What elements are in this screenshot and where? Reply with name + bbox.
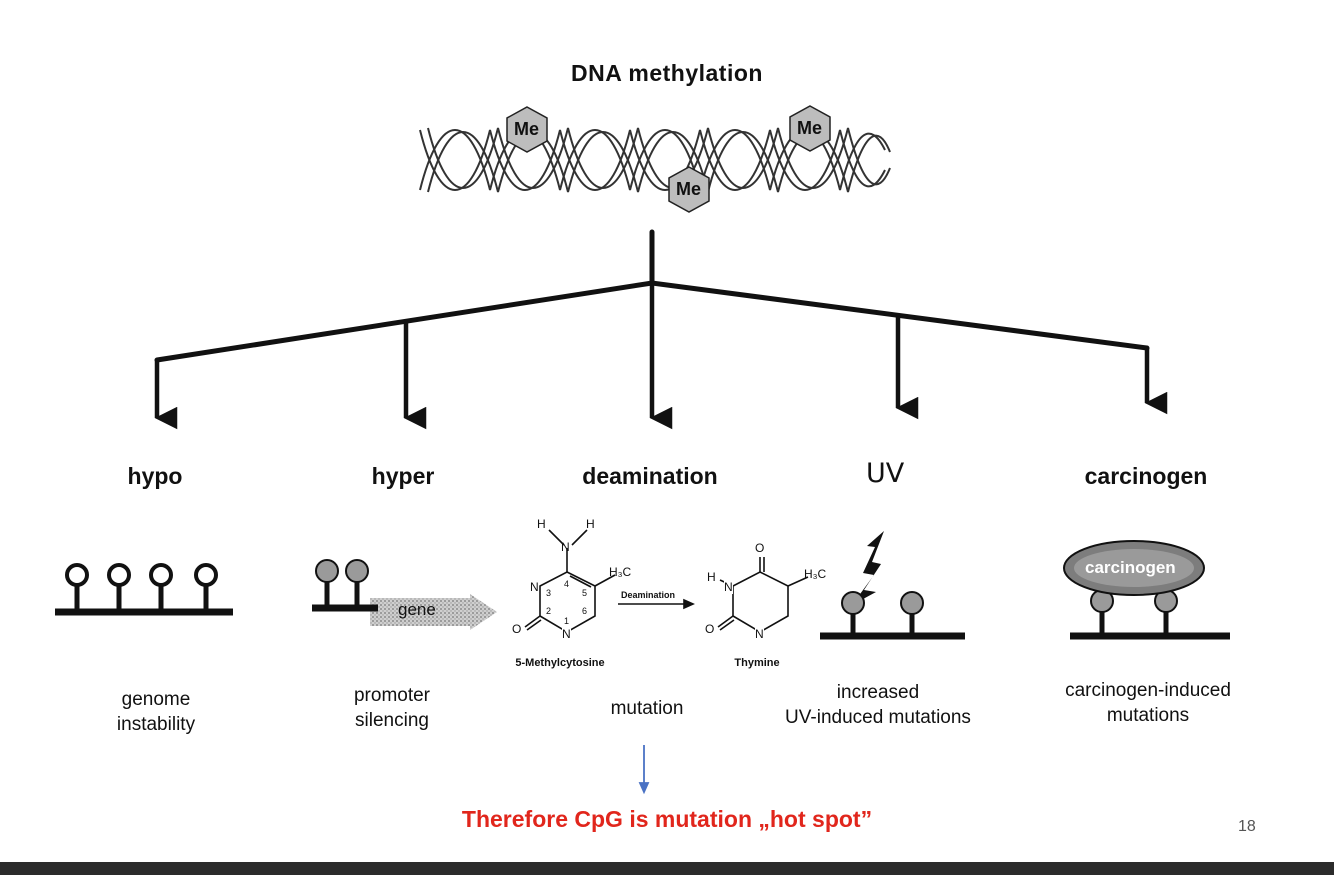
chem-num-1: 1 [564,616,570,626]
chem-n3-thymine: N [724,580,733,594]
conclusion-arrow [638,745,650,795]
chem-o-top-thymine: O [755,541,765,555]
methyl-badge-2: Me [797,118,823,138]
hypo-cpg-icon [55,563,233,616]
chem-n-amine: N [561,540,570,554]
branch-label-hyper: hyper [371,463,435,489]
chem-n1-thymine: N [755,627,764,641]
deamination-description: mutation [610,698,684,719]
chem-h3c-cytosine: H₃C [609,565,632,579]
thymine-structure [717,557,809,633]
methyl-badge-3: Me [676,179,702,199]
carcinogen-description-line-1: carcinogen-induced [1065,680,1231,701]
carcinogen-description: carcinogen-induced mutations [1065,678,1231,728]
chem-o-bottom-thymine: O [705,622,715,636]
carcinogen-adduct-icon [1063,540,1230,640]
methyl-hexagons [506,105,831,213]
chem-num-3: 3 [546,588,552,598]
page-number: 18 [1238,818,1256,835]
hyper-description-line-2: silencing [355,710,429,731]
chem-num-5: 5 [582,588,588,598]
chem-h3c-thymine: H₃C [804,567,827,581]
tree-arrows [154,283,1168,430]
methylcytosine-structure [524,529,616,633]
page-title: DNA methylation [571,60,763,86]
chem-n3-cytosine: N [530,580,539,594]
uv-lightning-icon [852,531,884,605]
conclusion-text: Therefore CpG is mutation „hot spot” [461,806,873,832]
chem-h-thymine: H [707,570,716,584]
product-label: Thymine [734,657,780,669]
gene-label: gene [398,600,436,619]
uv-cpg-icon [820,591,965,640]
deamination-reaction-arrow [618,598,695,610]
reaction-label: Deamination [621,590,676,600]
branch-label-carcinogen: carcinogen [1084,463,1208,489]
chem-n1-cytosine: N [562,627,571,641]
footer-bar [0,862,1334,875]
chem-h-left: H [537,517,546,531]
carcinogen-badge-label: carcinogen [1085,558,1176,577]
branch-label-uv: UV [866,458,905,489]
methyl-badge-1: Me [514,119,540,139]
hyper-gene-icon [312,559,497,630]
hyper-description: promoter silencing [354,683,430,733]
branch-label-hypo: hypo [127,463,183,489]
hypo-description-line-1: genome [121,689,191,710]
hypo-description-line-2: instability [116,714,196,735]
uv-description-line-2: UV-induced mutations [785,707,971,728]
uv-description-line-1: increased [836,682,920,703]
chem-o-cytosine: O [512,622,522,636]
chem-num-2: 2 [546,606,552,616]
uv-description: increased UV-induced mutations [785,680,971,730]
carcinogen-description-line-2: mutations [1106,705,1190,726]
reactant-label: 5-Methylcytosine [515,657,605,669]
hyper-description-line-1: promoter [353,685,431,706]
chem-num-6: 6 [582,606,588,616]
branch-label-deamination: deamination [582,463,718,489]
chem-h-right: H [586,517,595,531]
hypo-description: genome instability [117,687,195,737]
chem-num-4: 4 [564,579,570,589]
